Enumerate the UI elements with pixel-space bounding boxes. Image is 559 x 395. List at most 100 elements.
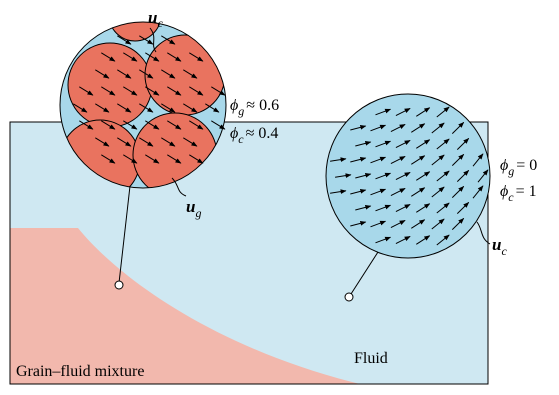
velocity-arrow xyxy=(477,169,489,183)
velocity-arrow xyxy=(101,120,116,130)
velocity-arrow xyxy=(375,172,392,180)
velocity-arrow xyxy=(416,107,431,117)
velocity-arrow xyxy=(390,187,406,197)
velocity-arrow xyxy=(183,69,198,79)
velocity-arrow xyxy=(117,69,132,79)
velocity-arrow xyxy=(436,202,450,214)
velocity-arrow xyxy=(330,189,347,194)
velocity-arrow xyxy=(456,137,470,150)
velocity-arrow xyxy=(390,123,406,133)
fluid-pointer-line xyxy=(350,251,379,295)
velocity-arrow xyxy=(189,120,204,130)
velocity-arrow xyxy=(189,52,204,62)
fluid-inset-background xyxy=(326,94,490,258)
fluid-sample-point xyxy=(344,292,354,302)
velocity-arrow xyxy=(436,170,450,182)
grain xyxy=(67,42,153,128)
velocity-arrow xyxy=(451,153,465,166)
mixture-region-label: Grain–fluid mixture xyxy=(16,363,144,380)
velocity-arrow xyxy=(451,185,465,198)
velocity-arrow xyxy=(139,137,154,147)
velocity-arrow xyxy=(431,122,445,134)
velocity-arrow xyxy=(123,86,138,96)
velocity-arrow xyxy=(183,103,198,113)
velocity-arrow xyxy=(101,52,116,62)
phi-c-fluid: ϕc= 1 xyxy=(500,183,537,204)
velocity-arrow xyxy=(189,86,204,96)
velocity-arrow xyxy=(101,86,116,96)
velocity-arrow xyxy=(350,125,367,131)
velocity-arrow xyxy=(139,35,154,45)
velocity-arrow xyxy=(355,205,372,211)
velocity-arrow xyxy=(117,103,132,113)
phi-c-mixture: ϕc≈ 0.4 xyxy=(230,125,278,146)
velocity-arrow xyxy=(431,186,445,198)
velocity-arrow xyxy=(390,155,406,165)
velocity-arrow xyxy=(395,139,411,149)
velocity-arrow xyxy=(472,153,484,167)
velocity-arrow xyxy=(330,157,347,162)
phi-g-mixture: ϕg≈ 0.6 xyxy=(230,97,279,118)
velocity-arrow xyxy=(167,86,182,96)
velocity-arrow xyxy=(117,137,132,147)
u-g-label: ug xyxy=(186,197,201,220)
velocity-arrow xyxy=(139,103,154,113)
velocity-arrow xyxy=(123,154,138,164)
velocity-arrow xyxy=(355,173,372,179)
velocity-arrow xyxy=(375,140,392,148)
velocity-arrow xyxy=(117,35,132,45)
velocity-arrow xyxy=(123,52,138,62)
velocity-arrow xyxy=(161,103,176,113)
velocity-arrow xyxy=(456,169,470,182)
velocity-arrow xyxy=(205,103,220,113)
velocity-arrow xyxy=(395,107,411,117)
velocity-arrow xyxy=(145,52,160,62)
velocity-arrow xyxy=(390,219,406,229)
velocity-arrow xyxy=(436,234,450,246)
velocity-arrows-fluid xyxy=(330,106,489,246)
velocity-arrow xyxy=(139,69,154,79)
velocity-arrow xyxy=(411,219,426,229)
velocity-arrow xyxy=(73,103,88,113)
mixture-pointer-line xyxy=(118,185,131,284)
velocity-arrow xyxy=(189,154,204,164)
velocity-arrow xyxy=(456,201,470,214)
velocity-arrow xyxy=(350,221,367,227)
velocity-arrow xyxy=(79,120,94,130)
velocity-arrow xyxy=(211,86,226,96)
u-c-mixture-label: uc xyxy=(148,8,163,30)
velocity-arrow xyxy=(167,52,182,62)
velocity-arrow xyxy=(350,157,367,163)
velocity-arrow xyxy=(161,69,176,79)
mixture-region xyxy=(10,228,360,384)
mixture-inset-outline xyxy=(59,21,227,189)
velocity-arrow xyxy=(431,218,445,230)
velocity-arrow xyxy=(451,217,465,230)
velocity-arrow xyxy=(370,156,387,164)
velocity-arrow xyxy=(145,120,160,130)
velocity-arrow xyxy=(472,185,484,199)
velocity-arrow xyxy=(123,120,138,130)
velocity-arrow xyxy=(161,137,176,147)
velocity-arrow xyxy=(411,123,426,133)
velocity-arrow xyxy=(416,203,431,213)
velocity-arrow xyxy=(350,189,367,195)
velocity-arrow xyxy=(395,235,411,245)
fluid-inset-outline xyxy=(325,93,491,259)
u-c-fluid-label: uc xyxy=(492,235,507,258)
velocity-arrow xyxy=(370,220,387,228)
fluid-region-label: Fluid xyxy=(354,350,388,367)
velocity-arrow xyxy=(95,137,110,147)
velocity-arrow xyxy=(436,106,450,118)
velocity-arrow xyxy=(375,108,392,116)
velocity-arrow xyxy=(167,154,182,164)
u-c-mixture-leader xyxy=(149,27,157,53)
velocity-arrow xyxy=(416,139,431,149)
velocity-arrow xyxy=(95,103,110,113)
grain xyxy=(108,22,162,42)
velocity-arrow xyxy=(375,236,392,244)
velocity-arrow xyxy=(416,171,431,181)
velocity-arrow xyxy=(355,141,372,147)
